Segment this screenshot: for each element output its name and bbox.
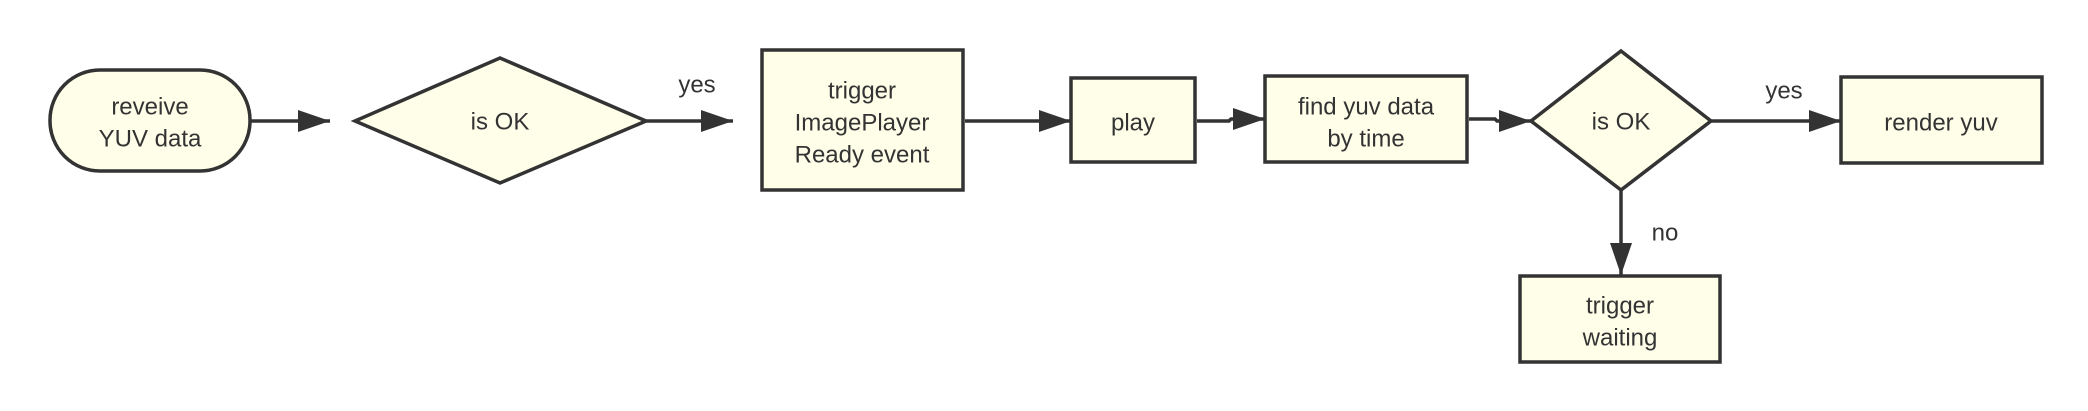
node-play: play	[1069, 76, 1197, 164]
node-trigger-waiting-line-1: trigger	[1586, 293, 1654, 320]
node-is-ok-2: is OK	[1528, 48, 1714, 193]
edge-label-no: no	[1652, 220, 1679, 247]
node-trigger-waiting-line-2: waiting	[1582, 325, 1658, 352]
edge-is-ok-1-to-trigger-ready: yes	[646, 72, 733, 132]
edge-find-yuv-to-is-ok-2	[1469, 110, 1531, 132]
node-find-yuv-line-1: find yuv data	[1298, 94, 1435, 121]
node-trigger-ready-line-3: Ready event	[795, 142, 930, 169]
node-is-ok-1-label: is OK	[471, 109, 530, 136]
node-receive-yuv-data: reveive YUV data	[48, 68, 252, 173]
edge-label-yes-2: yes	[1765, 78, 1802, 105]
node-trigger-imageplayer-ready: trigger ImagePlayer Ready event	[760, 48, 965, 192]
edge-label-yes-1: yes	[678, 72, 715, 99]
node-find-yuv-line-2: by time	[1327, 126, 1404, 153]
edges-layer: yes yes no	[250, 72, 1841, 275]
nodes-layer: reveive YUV data is OK trigger ImagePlay…	[48, 48, 2044, 364]
node-render-yuv: render yuv	[1839, 75, 2044, 165]
node-find-yuv-data: find yuv data by time	[1263, 74, 1469, 164]
node-play-label: play	[1111, 110, 1155, 137]
edge-is-ok-2-to-render-yuv: yes	[1711, 78, 1841, 132]
node-receive-line-1: reveive	[111, 94, 188, 121]
node-receive-line-2: YUV data	[99, 126, 202, 153]
node-trigger-ready-line-1: trigger	[828, 78, 896, 105]
node-trigger-ready-line-2: ImagePlayer	[795, 110, 930, 137]
node-is-ok-1: is OK	[350, 56, 651, 185]
edge-play-to-find-yuv	[1197, 108, 1265, 130]
node-is-ok-2-label: is OK	[1592, 109, 1651, 136]
node-render-yuv-label: render yuv	[1884, 110, 1997, 137]
node-trigger-waiting: trigger waiting	[1518, 274, 1722, 364]
edge-is-ok-2-to-trigger-waiting: no	[1610, 190, 1679, 275]
